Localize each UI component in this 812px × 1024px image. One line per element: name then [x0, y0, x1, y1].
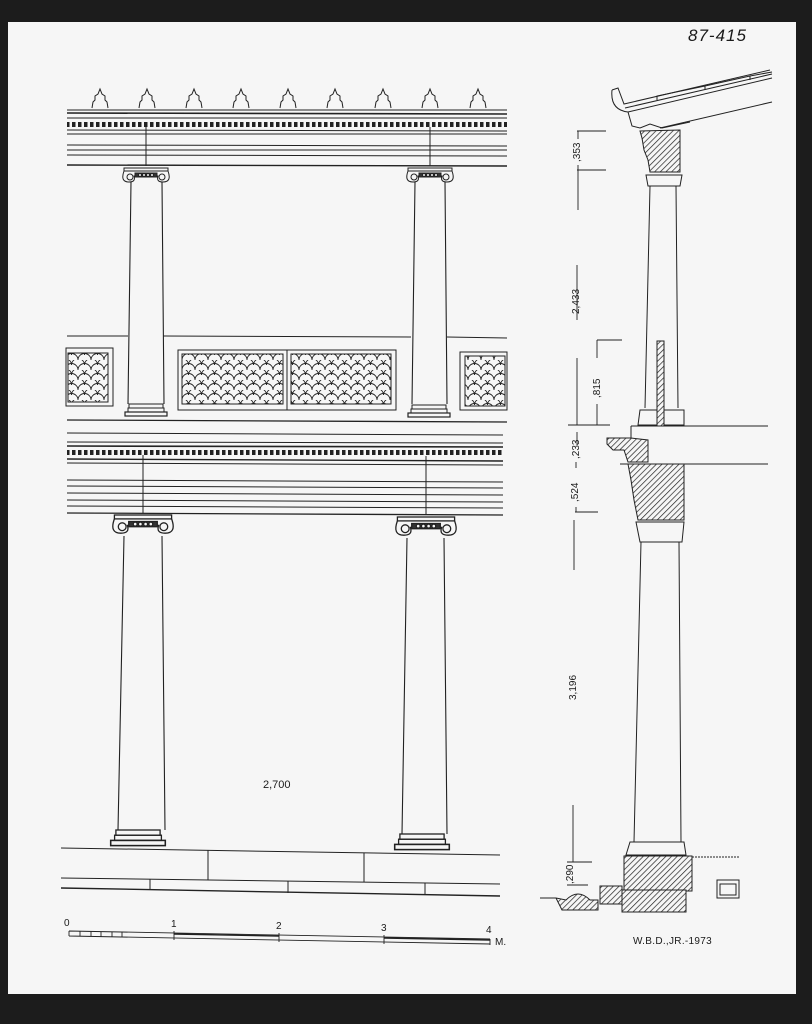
upper-column-section: [637, 174, 685, 427]
upper-column-left: [122, 167, 170, 417]
scale-bar: [68, 930, 491, 945]
lower-column-right: [393, 516, 457, 851]
dimension-lines: [567, 130, 622, 886]
draftsman-credit: W.B.D.,JR.-1973: [633, 936, 712, 947]
upper-entablature-section: [639, 129, 681, 173]
scale-tick-2: 2: [276, 921, 282, 932]
intercolumniation-label: 2,700: [263, 779, 291, 791]
scale-tick-3: 3: [381, 923, 387, 934]
scale-tick-4: 4: [486, 925, 492, 936]
upper-entablature: [66, 109, 508, 167]
floor-section: [606, 425, 768, 521]
dimension-stylobate: ,290: [565, 864, 576, 884]
scale-unit: M.: [495, 937, 507, 948]
section-view: [540, 69, 773, 913]
scale-tick-1: 1: [171, 919, 177, 930]
acroteria: [91, 88, 487, 109]
roof-tiles: [611, 69, 773, 129]
dimension-lower-entablature: ,524: [570, 482, 581, 502]
foundation-section: [540, 855, 740, 913]
scale-tick-0: 0: [64, 918, 70, 929]
stylobate: [60, 847, 501, 897]
dimension-floor-beam: ,233: [571, 439, 582, 459]
upper-column-right: [406, 167, 454, 418]
lower-column-section: [625, 521, 687, 856]
lower-column-left: [109, 514, 174, 847]
dimension-lower-column: 3,196: [568, 674, 579, 700]
lower-entablature: [66, 432, 504, 516]
dimension-balustrade: ,815: [592, 378, 603, 398]
elevation-view: [60, 88, 508, 897]
balustrade: [65, 335, 508, 423]
dimension-upper-entablature: ,353: [572, 142, 583, 162]
dimension-upper-column: 2,433: [571, 288, 582, 314]
catalog-number: 87-415: [688, 26, 747, 45]
